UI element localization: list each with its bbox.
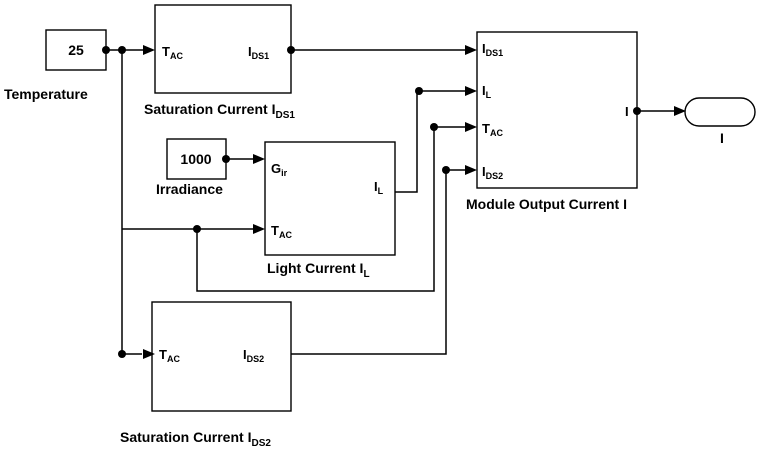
- module-input-ids1-label: IDS1: [482, 41, 503, 58]
- junction-dot-sat1-out: [287, 46, 295, 54]
- junction-dot-module-il: [415, 87, 423, 95]
- sat2-output-port-label: IDS2: [243, 347, 264, 364]
- junction-dot-module-ids2: [442, 166, 450, 174]
- irradiance-label: Irradiance: [156, 181, 223, 197]
- light-output-il-label: IL: [374, 179, 384, 196]
- light-input-gir-label: Gir: [271, 161, 288, 178]
- saturation-current-ds1-block[interactable]: TAC IDS1: [154, 4, 292, 94]
- arrowhead-light-tac: [253, 224, 265, 234]
- saturation-current-ds2-block[interactable]: TAC IDS2: [151, 301, 292, 412]
- module-input-tac-label: TAC: [482, 121, 503, 138]
- light-input-tac-label: TAC: [271, 223, 292, 240]
- module-output-i-label: I: [625, 104, 629, 119]
- signal-lines: [106, 49, 675, 355]
- arrowhead-sat2-in: [143, 349, 155, 359]
- junction-dot-module-tac: [430, 123, 438, 131]
- sat1-input-port-label: TAC: [162, 44, 183, 61]
- saturation-current-ds1-caption: Saturation Current IDS1: [144, 101, 295, 121]
- arrowhead-module-ids1: [465, 45, 477, 55]
- sat1-output-port-label: IDS1: [248, 44, 269, 61]
- junction-dot-module-out: [633, 107, 641, 115]
- arrowhead-module-ids2: [465, 165, 477, 175]
- output-port-label: I: [720, 130, 724, 146]
- saturation-current-ds2-caption: Saturation Current IDS2: [120, 429, 271, 449]
- wire-loop-to-module-tac: [196, 126, 466, 292]
- irradiance-constant-block[interactable]: 1000: [166, 138, 227, 180]
- output-port-i[interactable]: [684, 97, 756, 127]
- junction-dot-temperature-out: [102, 46, 110, 54]
- temperature-value: 25: [68, 42, 84, 58]
- temperature-label: Temperature: [4, 86, 88, 102]
- junction-dots: [102, 46, 641, 358]
- wire-light-to-module: [395, 90, 466, 193]
- junction-dot-sat2-branch: [118, 350, 126, 358]
- module-input-il-label: IL: [482, 83, 492, 100]
- module-output-current-block[interactable]: IDS1 IL TAC IDS2 I: [476, 31, 638, 189]
- irradiance-value: 1000: [180, 151, 211, 167]
- arrowhead-sat1-in: [143, 45, 155, 55]
- arrowhead-light-gir: [253, 154, 265, 164]
- arrowheads: [143, 45, 686, 359]
- module-output-current-caption: Module Output Current I: [466, 196, 627, 212]
- arrowhead-outport: [674, 106, 686, 116]
- sat2-input-port-label: TAC: [159, 347, 180, 364]
- light-current-block[interactable]: Gir TAC IL: [264, 141, 396, 256]
- temperature-constant-block[interactable]: 25: [45, 29, 107, 71]
- junction-dot-light-tac-branch: [193, 225, 201, 233]
- arrowhead-module-tac: [465, 122, 477, 132]
- junction-dot-temperature-branch: [118, 46, 126, 54]
- arrowhead-module-il: [465, 86, 477, 96]
- light-current-caption: Light Current IL: [267, 260, 370, 280]
- wire-sat2-to-module: [291, 169, 466, 355]
- junction-dot-irradiance-out: [222, 155, 230, 163]
- module-input-ids2-label: IDS2: [482, 164, 503, 181]
